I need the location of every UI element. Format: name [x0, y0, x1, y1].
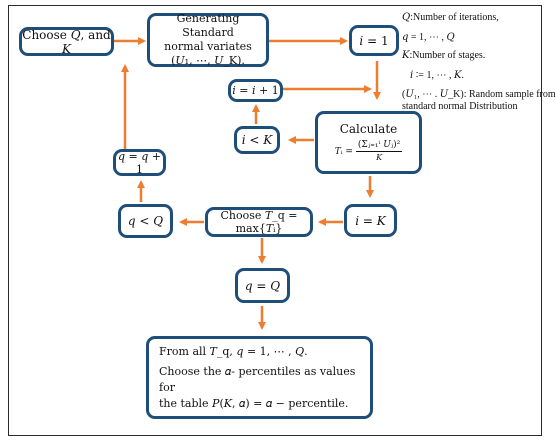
choose-q-k-label: Choose 𝑄, and 𝐾: [22, 27, 111, 56]
choose-tq-box: Choose 𝑇_q = max{𝑇ᵢ}: [205, 207, 313, 237]
final-line-3: the table 𝑃(𝐾, 𝛼) = 𝛼 − percentile.: [159, 396, 349, 410]
cond-q-eq-q-box: 𝑞 = 𝑄: [235, 268, 290, 303]
legend-line-6: standard normal Distribution: [402, 101, 518, 112]
generate-line-3: (𝑈₁, ⋯, 𝑈_K).: [171, 54, 245, 67]
cond-i-lt-k-label: 𝑖 < 𝐾: [241, 133, 273, 147]
incr-i-label: 𝑖 = 𝑖 + 1: [232, 84, 279, 97]
formula-fraction: (Σⱼ₌₁ⁱ 𝑈ⱼ)² 𝐾: [355, 140, 403, 163]
incr-q-label: 𝑞 = 𝑞 + 1: [117, 149, 161, 176]
cond-i-eq-k-box: 𝑖 = 𝐾: [344, 204, 397, 237]
final-line-2: Choose the 𝛼- percentiles as values for: [159, 364, 356, 394]
incr-i-box: 𝑖 = 𝑖 + 1: [228, 79, 283, 102]
cond-i-lt-k-box: 𝑖 < 𝐾: [234, 126, 280, 154]
formula-numerator: (Σⱼ₌₁ⁱ 𝑈ⱼ)²: [355, 140, 403, 152]
legend-line-5: (𝑈₁, ⋯ . 𝑈_K): Random sample from: [402, 89, 556, 100]
cond-q-lt-q-box: 𝑞 < 𝑄: [118, 204, 173, 238]
init-i-label: 𝑖 = 1: [359, 33, 389, 48]
calculate-title: Calculate: [339, 122, 398, 136]
formula-denominator: 𝐾: [376, 153, 383, 162]
legend-line-2: 𝑞 = 1, ⋯ , 𝑄: [402, 32, 455, 43]
calculate-formula: 𝑇ᵢ = (Σⱼ₌₁ⁱ 𝑈ⱼ)² 𝐾: [335, 140, 403, 163]
calculate-box: Calculate 𝑇ᵢ = (Σⱼ₌₁ⁱ 𝑈ⱼ)² 𝐾: [315, 111, 422, 174]
incr-q-box: 𝑞 = 𝑞 + 1: [113, 149, 166, 176]
legend-line-4: 𝑖 ∶= 1, ⋯ , 𝐾.: [410, 70, 464, 81]
generate-line-2: normal variates: [164, 40, 252, 53]
final-box: From all 𝑇_q, 𝑞 = 1, ⋯ , 𝑄. Choose the 𝛼…: [146, 336, 373, 419]
cond-q-eq-q-label: 𝑞 = 𝑄: [244, 278, 281, 293]
generate-box: Generating Standard normal variates (𝑈₁,…: [147, 12, 269, 67]
choose-q-k-box: Choose 𝑄, and 𝐾: [19, 27, 114, 56]
final-line-1: From all 𝑇_q, 𝑞 = 1, ⋯ , 𝑄.: [159, 344, 308, 358]
generate-line-1: Generating Standard: [176, 12, 240, 39]
legend-line-1: 𝑄:Number of iterations,: [402, 12, 499, 23]
legend-line-3: 𝐾:Number of stages.: [402, 50, 486, 61]
choose-tq-label: Choose 𝑇_q = max{𝑇ᵢ}: [220, 209, 298, 235]
cond-i-eq-k-label: 𝑖 = 𝐾: [355, 213, 386, 228]
formula-lhs: 𝑇ᵢ =: [334, 146, 353, 157]
cond-q-lt-q-label: 𝑞 < 𝑄: [127, 214, 164, 228]
init-i-box: 𝑖 = 1: [349, 25, 399, 56]
